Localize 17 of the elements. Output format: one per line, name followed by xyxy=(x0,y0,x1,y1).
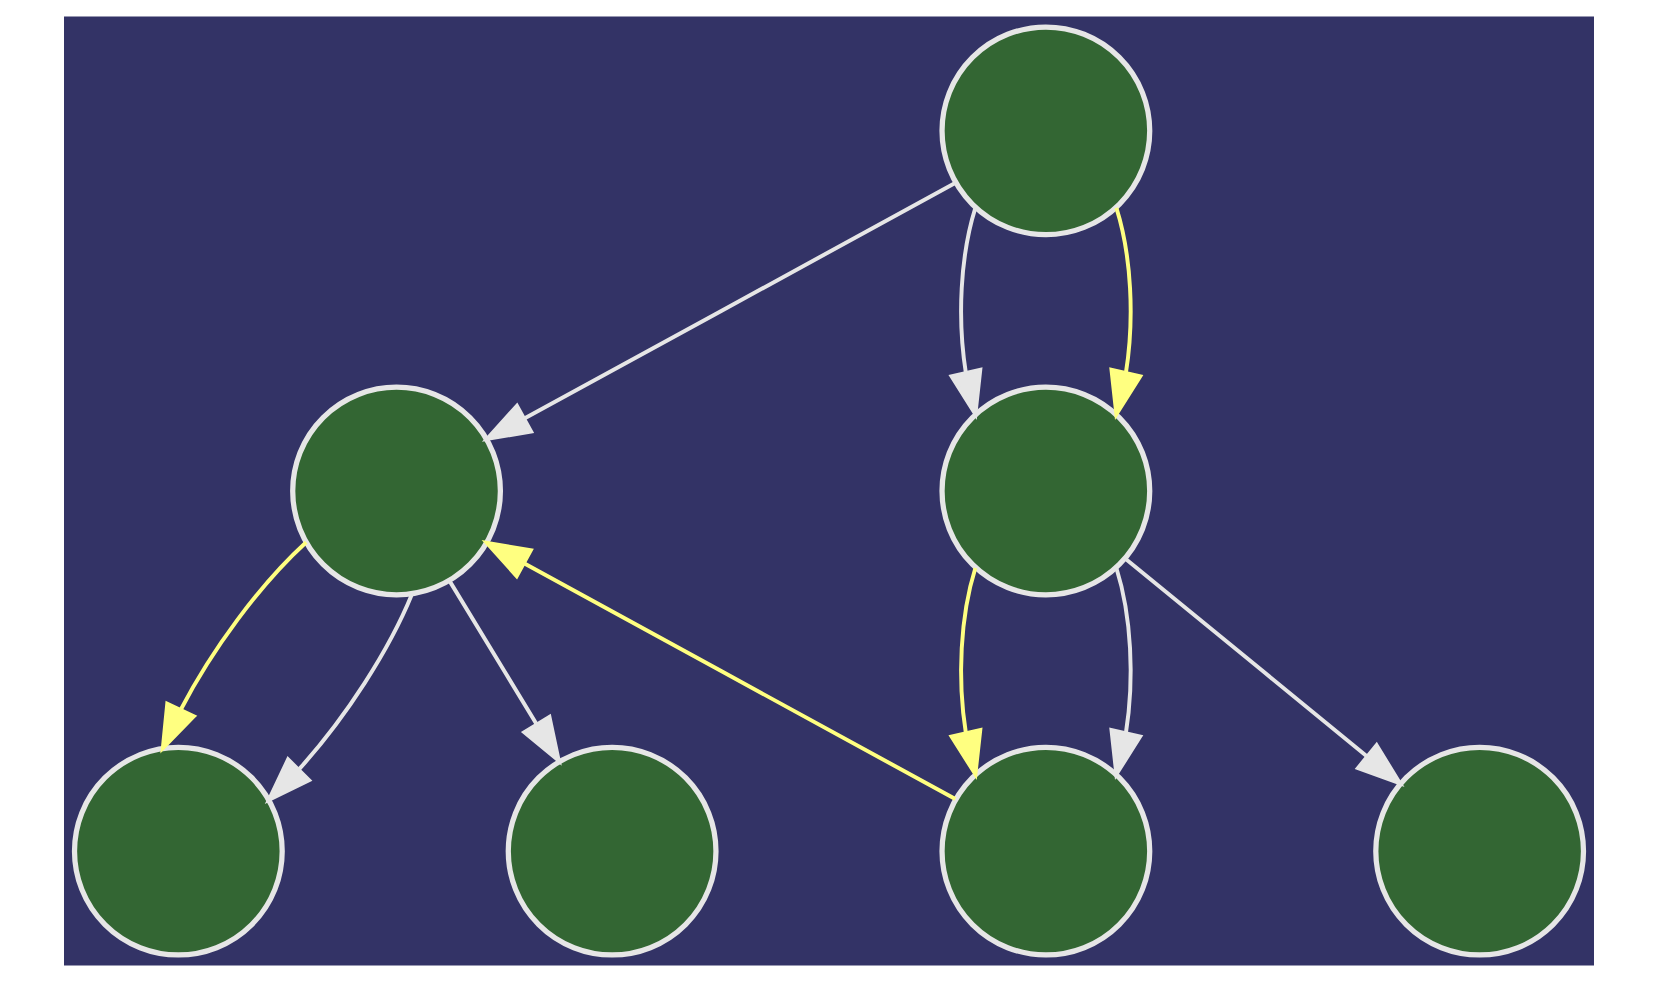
arrow xyxy=(948,207,983,420)
arrow xyxy=(481,181,957,442)
arrow xyxy=(948,567,983,781)
arrow xyxy=(1109,207,1144,420)
node-circle xyxy=(939,384,1153,598)
node-circle xyxy=(505,744,719,958)
arrow xyxy=(160,540,308,754)
node-circle xyxy=(1373,744,1587,958)
node-circle xyxy=(939,24,1153,238)
arrow xyxy=(264,593,414,804)
node-circle xyxy=(290,384,503,598)
arrow xyxy=(1109,567,1144,781)
node-circle xyxy=(71,744,285,958)
arrow xyxy=(1124,557,1405,788)
arrow xyxy=(481,540,957,801)
node-circle xyxy=(939,744,1153,958)
arrow xyxy=(448,580,562,766)
